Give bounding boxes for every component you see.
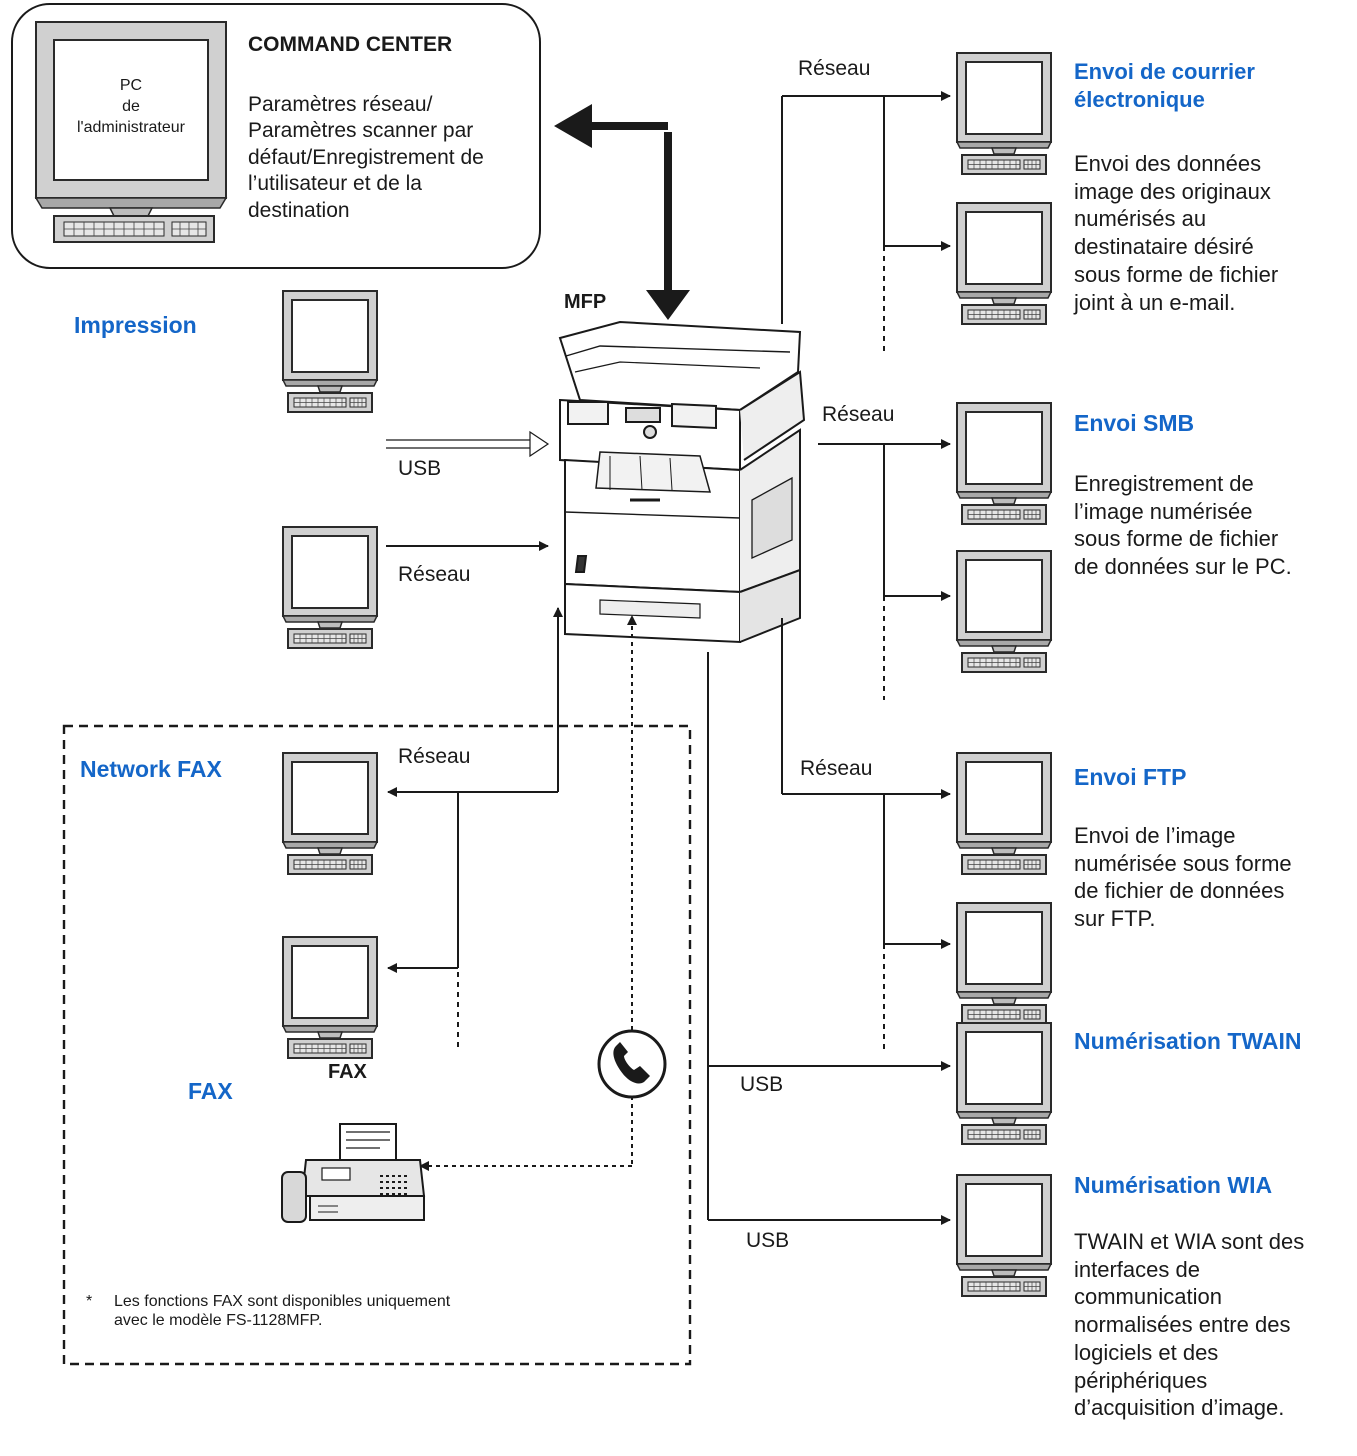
- smb-network-lines: [818, 439, 951, 700]
- fax-note-marker: *: [86, 1293, 93, 1310]
- ftp-network-label: Réseau: [800, 757, 873, 780]
- smb-title: Envoi SMB: [1074, 410, 1195, 436]
- pc-ftp-2-icon: [956, 902, 1052, 1025]
- ftp-network-lines: [781, 618, 951, 1054]
- network-fax-lines: [387, 607, 563, 1050]
- smb-network-label: Réseau: [822, 403, 895, 426]
- usb-print-arrow: [386, 430, 550, 458]
- printing-title: Impression: [74, 312, 197, 338]
- fax-section-dashed-box: [62, 724, 692, 1366]
- pc-email-2-icon: [956, 202, 1052, 325]
- mfp-device-icon: [558, 320, 806, 644]
- pc-usb-print-icon: [282, 290, 378, 413]
- pc-twain-icon: [956, 1022, 1052, 1145]
- mfp-label: MFP: [564, 291, 607, 313]
- network-fax-title: Network FAX: [80, 756, 222, 782]
- command-center-description: Paramètres réseau/Paramètres scanner par…: [248, 93, 484, 222]
- wia-title: Numérisation WIA: [1074, 1172, 1273, 1198]
- twain-title: Numérisation TWAIN: [1074, 1028, 1302, 1054]
- pc-wia-icon: [956, 1174, 1052, 1297]
- fax-title: FAX: [188, 1078, 233, 1104]
- fax-note: Les fonctions FAX sont disponibles uniqu…: [114, 1293, 451, 1330]
- fax-phone-line: [419, 615, 637, 1171]
- pc-smb-2-icon: [956, 550, 1052, 673]
- admin-pc-icon: [34, 21, 228, 243]
- ftp-title: Envoi FTP: [1074, 764, 1187, 790]
- fax-machine-icon: [281, 1123, 426, 1223]
- pc-network-fax-2-icon: [282, 936, 378, 1059]
- twain-usb-label: USB: [740, 1073, 784, 1096]
- email-network-label: Réseau: [798, 57, 871, 80]
- command-center-title: COMMAND CENTER: [248, 33, 453, 56]
- pc-email-1-icon: [956, 52, 1052, 175]
- wia-usb-label: USB: [746, 1229, 790, 1252]
- command-center-box: [11, 3, 541, 269]
- pc-network-print-icon: [282, 526, 378, 649]
- printing-network-label: Réseau: [398, 563, 471, 586]
- usb-scan-lines: [707, 652, 951, 1225]
- fax-device-label: FAX: [328, 1061, 367, 1083]
- pc-smb-1-icon: [956, 402, 1052, 525]
- network-fax-network-label: Réseau: [398, 745, 471, 768]
- command-center-link-arrow: [554, 104, 690, 320]
- telephone-icon: [597, 1029, 667, 1099]
- pc-network-fax-1-icon: [282, 752, 378, 875]
- email-network-lines: [781, 91, 951, 352]
- printing-usb-label: USB: [398, 457, 442, 480]
- pc-ftp-1-icon: [956, 752, 1052, 875]
